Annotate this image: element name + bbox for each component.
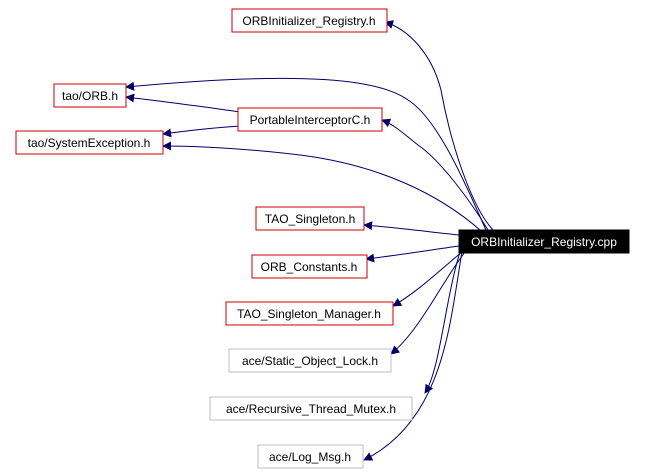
node-ace-recursive-thread-mutex-h[interactable]: ace/Recursive_Thread_Mutex.h xyxy=(209,396,413,421)
node-tao-system-exception-h[interactable]: tao/SystemException.h xyxy=(15,130,164,155)
node-label: ORB_Constants.h xyxy=(261,260,358,274)
node-label: tao/ORB.h xyxy=(62,89,118,103)
edge-to-orb-constants-h xyxy=(365,245,460,263)
edge-to-orbinitializer-registry-h xyxy=(384,20,494,231)
node-tao-singleton-manager-h[interactable]: TAO_Singleton_Manager.h xyxy=(225,301,394,326)
node-tao-orb-h[interactable]: tao/ORB.h xyxy=(53,83,127,108)
nodes: ORBInitializer_Registry.h tao/ORB.h Port… xyxy=(15,8,630,469)
node-label: PortableInterceptorC.h xyxy=(250,113,371,127)
node-label: ace/Static_Object_Lock.h xyxy=(242,354,378,368)
edge-to-tao-singleton-h xyxy=(363,221,460,236)
node-label: TAO_Singleton.h xyxy=(265,212,356,226)
node-orb-constants-h[interactable]: ORB_Constants.h xyxy=(251,254,368,279)
edge-to-tao-orb-h xyxy=(125,77,487,231)
node-ace-log-msg-h[interactable]: ace/Log_Msg.h xyxy=(257,444,364,469)
edge-portable-to-tao-orb-h xyxy=(125,93,241,113)
node-label: TAO_Singleton_Manager.h xyxy=(237,307,381,321)
edge-to-tao-system-exception-h xyxy=(162,141,481,231)
node-orbinitializer-registry-h[interactable]: ORBInitializer_Registry.h xyxy=(231,8,388,33)
node-label: ace/Recursive_Thread_Mutex.h xyxy=(226,402,396,416)
edge-portable-to-tao-system-exception-h xyxy=(162,125,241,138)
edge-to-tao-singleton-manager-h xyxy=(392,251,463,307)
edges xyxy=(125,20,494,461)
node-label: ORBInitializer_Registry.h xyxy=(242,14,375,28)
node-label: tao/SystemException.h xyxy=(28,136,151,150)
node-root-orbinitializer-registry-cpp[interactable]: ORBInitializer_Registry.cpp xyxy=(458,229,630,254)
node-portable-interceptor-c-h[interactable]: PortableInterceptorC.h xyxy=(237,107,383,132)
node-label: ORBInitializer_Registry.cpp xyxy=(471,235,617,249)
edge-to-ace-recursive-thread-mutex-h xyxy=(424,251,461,394)
edge-to-ace-log-msg-h xyxy=(363,251,463,461)
node-tao-singleton-h[interactable]: TAO_Singleton.h xyxy=(255,206,365,231)
node-ace-static-object-lock-h[interactable]: ace/Static_Object_Lock.h xyxy=(228,348,392,373)
node-label: ace/Log_Msg.h xyxy=(269,450,351,464)
edge-to-portable-interceptor-c-h xyxy=(381,118,489,231)
